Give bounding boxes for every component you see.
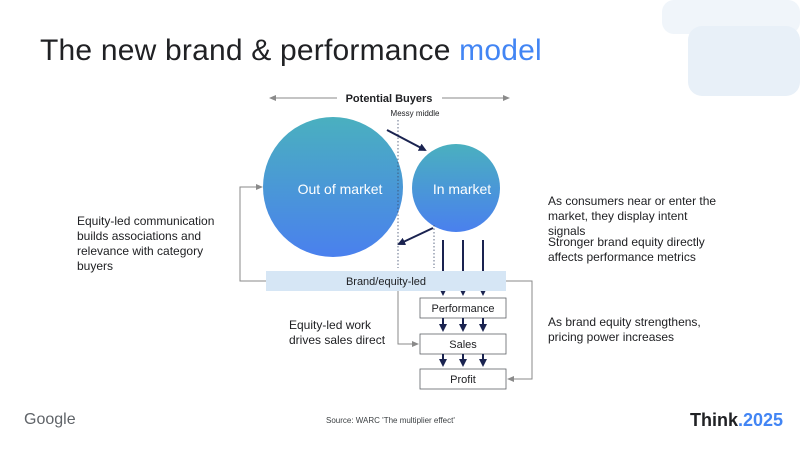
arrow-to-out-of-market [397,227,434,246]
slide-title: The new brand & performance model [40,34,542,68]
sales-label: Sales [449,339,477,351]
in-market-circle [412,144,500,232]
in-market-label: In market [433,181,491,197]
think-logo-year: .2025 [738,410,784,430]
source-note: Source: WARC 'The multiplier effect' [326,416,455,425]
annotation-intent-signals: As consumers near or enter the market, t… [548,194,717,238]
brand-equity-label: Brand/equity-led [346,276,426,288]
title-main: The new brand & performance [40,34,451,67]
out-of-market-circle [263,117,403,257]
profit-label: Profit [450,374,476,386]
annotation-equity-communication: Equity-led communication builds associat… [77,214,215,273]
title-accent: model [459,34,542,67]
out-of-market-label: Out of market [298,181,383,197]
google-logo: Google [24,411,76,428]
brand-equity-bar [266,271,506,291]
annotation-pricing-power: As brand equity strengthens, pricing pow… [548,315,701,344]
think-2025-logo: Think.2025 [690,410,783,431]
messy-middle-label: Messy middle [391,109,440,118]
left-feedback-loop [239,186,266,282]
decorative-shapes [662,0,800,96]
right-feedback-loop [506,280,533,380]
arrow-to-in-market [386,129,427,151]
potential-buyers-axis: Potential Buyers [269,93,510,105]
equity-to-sales-line [397,291,414,345]
potential-buyers-label: Potential Buyers [346,93,433,105]
think-logo-word: Think [690,410,738,430]
annotation-equity-sales: Equity-led work drives sales direct [289,318,386,347]
performance-label: Performance [432,303,495,315]
profit-box [419,368,507,390]
annotation-performance-metrics: Stronger brand equity directly affects p… [548,235,705,264]
